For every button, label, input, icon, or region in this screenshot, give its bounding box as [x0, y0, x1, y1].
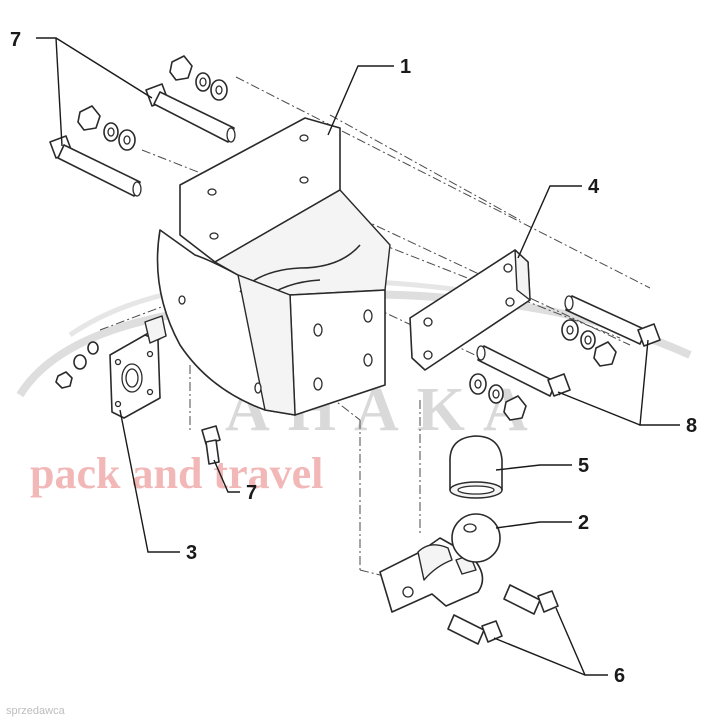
leader-lines — [36, 37, 680, 676]
ball-cap — [449, 435, 503, 499]
reinforcement-plate — [409, 249, 531, 371]
bolt-set-right — [469, 295, 661, 421]
small-bolt — [201, 425, 221, 465]
label-8: 7 — [246, 482, 257, 504]
label-3: 3 — [186, 542, 197, 564]
main-bracket — [156, 117, 391, 416]
ball-bolts — [447, 584, 559, 645]
corner-caption: sprzedawca — [6, 705, 66, 717]
label-7-upper-left: 7 — [10, 29, 21, 51]
label-1: 1 — [400, 56, 411, 78]
label-5: 5 — [578, 455, 589, 477]
callout-labels: 7 1 4 8 5 2 3 7 6 — [10, 29, 697, 687]
watermark-tagline: pack and travel — [30, 449, 323, 498]
label-7-right: 8 — [686, 415, 697, 437]
socket-plate — [55, 315, 167, 419]
label-2: 2 — [578, 512, 589, 534]
bolt-set-upper-left — [49, 55, 236, 197]
tow-ball — [379, 513, 501, 613]
label-6: 6 — [614, 665, 625, 687]
label-4: 4 — [588, 176, 600, 198]
